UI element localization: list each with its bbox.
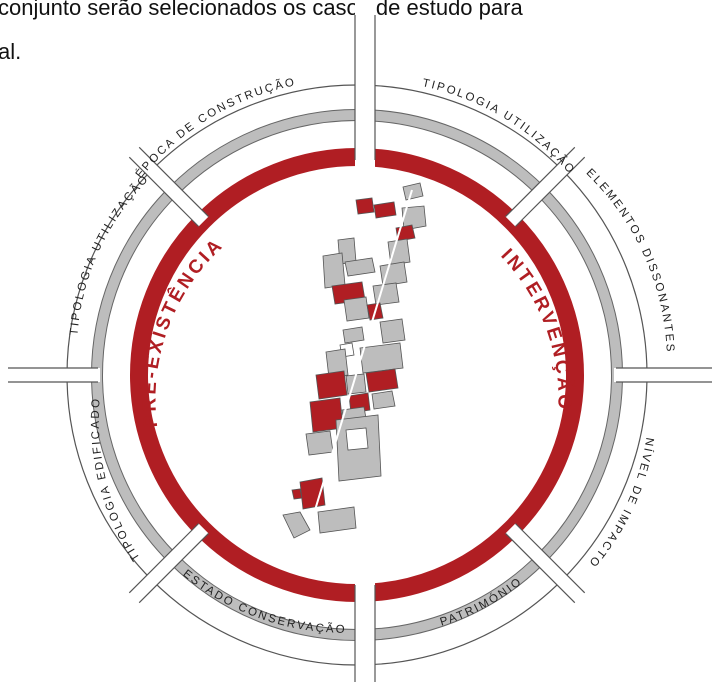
building-block <box>325 348 349 379</box>
intro-line-1: conjunto serão selecionados os casos de … <box>0 0 523 20</box>
spoke-left <box>0 367 100 383</box>
building-block <box>317 506 357 534</box>
spoke-top-left <box>128 523 209 604</box>
building-block <box>401 205 427 231</box>
label-nivel-impacto: NÍVEL DE IMPACTO <box>585 437 655 570</box>
center-split-gap <box>355 0 375 682</box>
building-block <box>372 282 400 306</box>
building-block <box>299 477 326 510</box>
building-block <box>282 511 311 539</box>
building-block <box>402 182 424 201</box>
building-block <box>322 252 346 289</box>
building-block <box>371 390 396 410</box>
building-plan <box>282 182 427 539</box>
building-block <box>305 430 334 456</box>
building-block <box>345 427 369 451</box>
building-block <box>291 488 303 500</box>
intro-text: conjunto serão selecionados os casos de … <box>0 0 523 74</box>
spoke-bottom-left <box>128 146 209 227</box>
building-block <box>344 257 376 277</box>
building-block <box>315 370 348 400</box>
spoke-right <box>614 367 714 383</box>
building-block <box>387 238 411 266</box>
spoke-bottom-right <box>505 146 586 227</box>
building-block <box>373 201 397 219</box>
street-axis <box>311 189 413 521</box>
building-block <box>343 296 370 322</box>
intro-line-2: al. <box>0 39 22 64</box>
building-block <box>379 261 408 287</box>
building-block <box>359 342 404 374</box>
building-block <box>342 326 365 344</box>
building-block <box>355 197 375 215</box>
label-pre-existencia: PRÉ-EXISTÊNCIA <box>138 234 228 429</box>
label-elementos-dissonantes: ELEMENTOS DISSONANTES <box>584 167 676 354</box>
building-block <box>379 318 406 344</box>
spoke-top-right <box>505 523 586 604</box>
building-block <box>365 368 399 393</box>
